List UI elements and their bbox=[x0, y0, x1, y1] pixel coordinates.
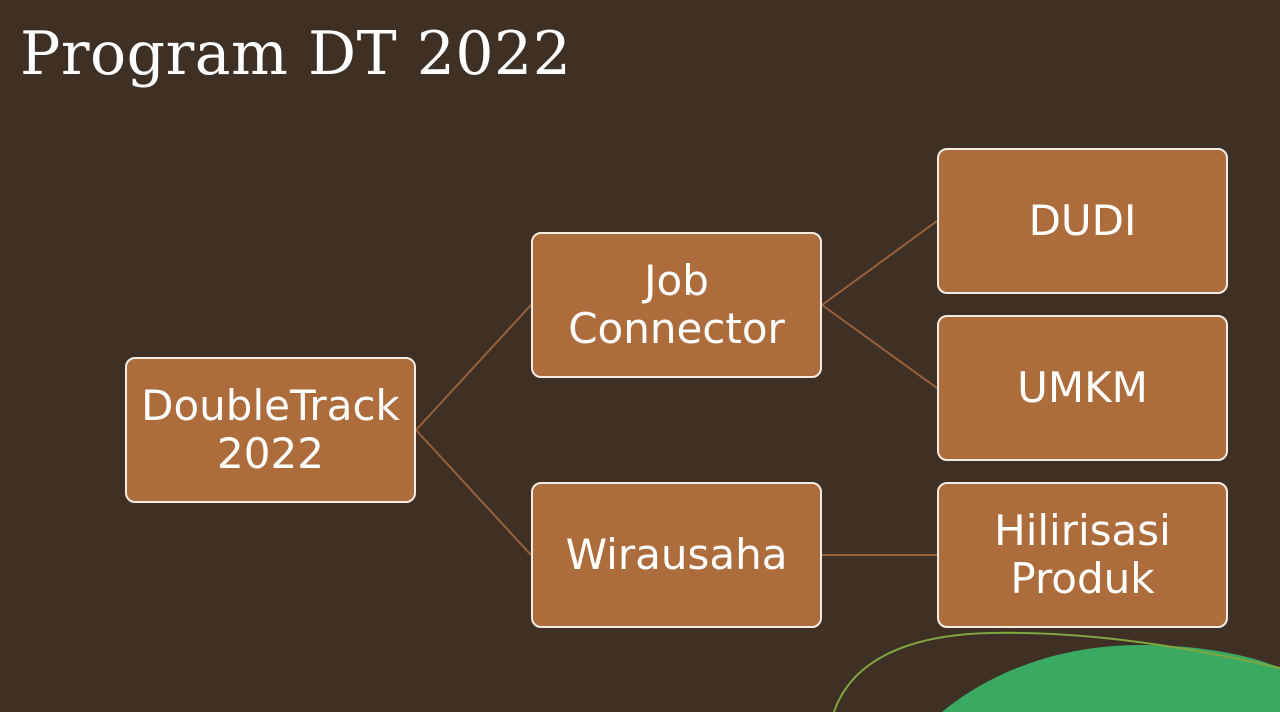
slide-title: Program DT 2022 bbox=[20, 19, 572, 89]
node-job-connector: Job Connector bbox=[531, 232, 822, 378]
node-dudi: DUDI bbox=[937, 148, 1228, 294]
node-doubletrack-2022: DoubleTrack 2022 bbox=[125, 357, 416, 503]
node-hilirisasi-produk: Hilirisasi Produk bbox=[937, 482, 1228, 628]
node-umkm: UMKM bbox=[937, 315, 1228, 461]
connector-root-job bbox=[415, 304, 532, 431]
connector-root-wirausaha bbox=[415, 429, 532, 556]
node-wirausaha: Wirausaha bbox=[531, 482, 822, 628]
connector-job-dudi bbox=[821, 220, 938, 306]
connector-job-umkm bbox=[821, 304, 938, 389]
